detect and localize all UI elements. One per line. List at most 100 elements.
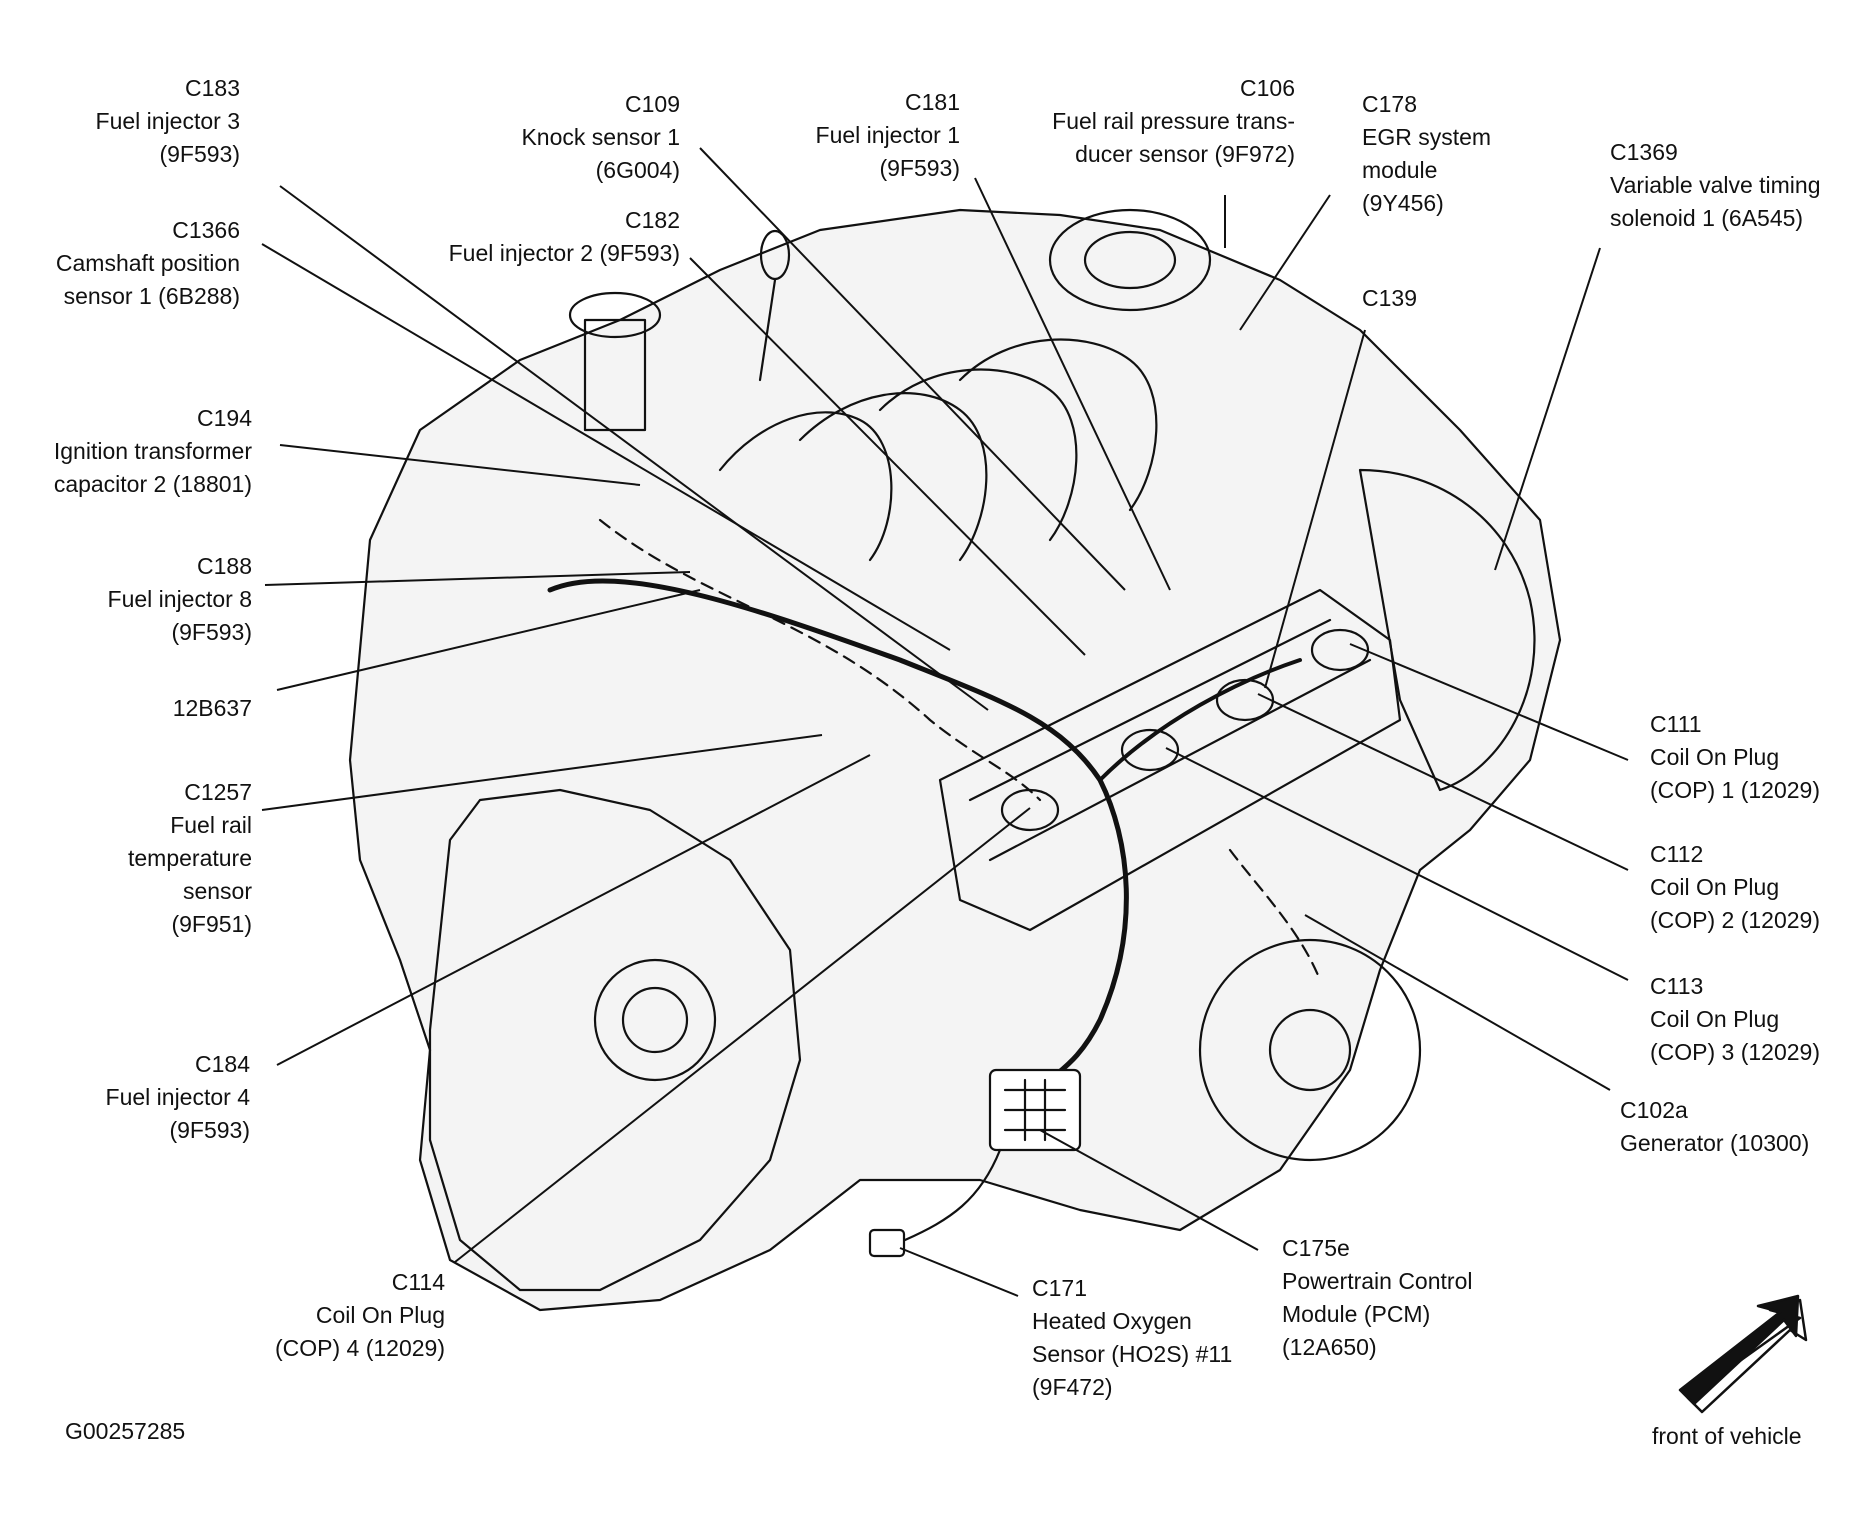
oil-filler-cap [568, 291, 662, 339]
callout-text: Fuel injector 3 [95, 108, 240, 134]
callout-code: C181 [905, 89, 960, 115]
callout-text: Module (PCM) [1282, 1301, 1431, 1327]
callout-text: Fuel rail [170, 812, 252, 838]
front-of-vehicle-label: front of vehicle [1652, 1423, 1802, 1449]
intake-runner-2 [798, 392, 988, 562]
cop-1 [1310, 628, 1370, 672]
cop-3 [1120, 728, 1180, 772]
pcm-connector-grid [1003, 1078, 1067, 1142]
leader-c171 [899, 1247, 1019, 1297]
leader-c184 [276, 754, 871, 1066]
callout-code: C102a [1620, 1097, 1688, 1123]
callout-c178: C178 EGR system module (9Y456) [1362, 88, 1562, 220]
callout-c182: C182 Fuel injector 2 (9F593) [410, 204, 680, 270]
callout-code: C1366 [172, 217, 240, 243]
callout-text: Fuel injector 8 [107, 586, 252, 612]
valve-cover-rail-2 [988, 658, 1372, 862]
callout-text: Generator (10300) [1620, 1130, 1810, 1156]
callout-text: module [1362, 157, 1438, 183]
leader-c139 [1264, 329, 1366, 689]
leader-c178 [1239, 194, 1331, 331]
callout-code: C183 [185, 75, 240, 101]
callout-code: C114 [391, 1269, 445, 1295]
callout-text: Camshaft position [55, 250, 240, 276]
callout-text: solenoid 1 (6A545) [1610, 205, 1804, 231]
leader-c175e [1039, 1129, 1259, 1251]
callout-c102a: C102a Generator (10300) [1620, 1094, 1850, 1160]
crank-bore [593, 958, 717, 1082]
valve-cover-rail [968, 618, 1332, 802]
callout-c139: C139 [1362, 282, 1482, 315]
callout-code: C109 [625, 91, 680, 117]
callout-text: (12A650) [1282, 1334, 1377, 1360]
oil-filler-neck [583, 318, 647, 432]
engine-outline [348, 208, 1562, 1312]
callout-code: C106 [1240, 75, 1295, 101]
engine-illustration [348, 208, 1562, 1312]
callout-c183: C183 Fuel injector 3 (9F593) [40, 72, 240, 171]
callout-text: (COP) 2 (12029) [1650, 907, 1821, 933]
callout-c1257: C1257 Fuel rail temperature sensor (9F95… [40, 776, 252, 941]
front-arrow-icon [1678, 1294, 1808, 1414]
leader-c113 [1165, 747, 1629, 981]
dipstick-tube [758, 278, 777, 382]
callout-code: C188 [197, 553, 252, 579]
callout-code: C175e [1282, 1235, 1350, 1261]
callout-text: Ignition transformer [53, 438, 252, 464]
callout-text: temperature [127, 845, 252, 871]
callout-text: Fuel injector 2 (9F593) [448, 240, 680, 266]
callout-code: C178 [1362, 91, 1417, 117]
callout-text: EGR system [1362, 124, 1492, 150]
callout-text: (9F951) [171, 911, 252, 937]
callout-c1366: C1366 Camshaft position sensor 1 (6B288) [20, 214, 240, 313]
callout-text: Knock sensor 1 [521, 124, 680, 150]
callout-c1369: C1369 Variable valve timing solenoid 1 (… [1610, 136, 1860, 235]
callout-text: Coil On Plug [1650, 874, 1780, 900]
leader-c1366 [261, 243, 951, 651]
figure-id: G00257285 [65, 1418, 186, 1444]
callout-code: C194 [197, 405, 252, 431]
callout-text: Coil On Plug [1650, 744, 1780, 770]
ho2s-sensor [868, 1228, 906, 1258]
callout-text: Variable valve timing [1610, 172, 1821, 198]
leader-c111 [1349, 643, 1629, 761]
intake-runner-3 [878, 368, 1078, 542]
valve-cover [938, 588, 1402, 932]
callout-text: sensor [182, 878, 252, 904]
callout-text: (6G004) [595, 157, 680, 183]
leader-c182 [689, 257, 1086, 656]
callout-text: (9F593) [879, 155, 960, 181]
callout-text: Sensor (HO2S) #11 [1032, 1341, 1233, 1367]
callout-code: C139 [1362, 285, 1417, 311]
callout-c171: C171 Heated Oxygen Sensor (HO2S) #11 (9F… [1032, 1272, 1272, 1404]
leader-c1257 [261, 734, 823, 811]
intake-runner-4 [958, 338, 1158, 512]
leader-c102a [1304, 914, 1611, 1091]
callout-c111: C111 Coil On Plug (COP) 1 (12029) [1650, 708, 1860, 807]
callout-text: (9F593) [169, 1117, 250, 1143]
wiring-harness-dashed [598, 518, 1042, 802]
callout-text: Fuel injector 1 [815, 122, 960, 148]
leader-c194 [279, 444, 641, 486]
callout-c106: C106 Fuel rail pressure trans- ducer sen… [1000, 72, 1295, 171]
callout-c188: C188 Fuel injector 8 (9F593) [40, 550, 252, 649]
callout-code: C182 [625, 207, 680, 233]
cop-4 [1000, 788, 1060, 832]
callout-code: 12B637 [172, 695, 252, 721]
callout-c109: C109 Knock sensor 1 (6G004) [480, 88, 680, 187]
wiring-harness [547, 578, 1129, 1083]
callout-text: Fuel rail pressure trans- [1052, 108, 1295, 134]
callout-code: C113 [1650, 973, 1704, 999]
leader-c114 [454, 807, 1031, 1263]
callout-c184: C184 Fuel injector 4 (9F593) [40, 1048, 250, 1147]
callout-text: (9F593) [171, 619, 252, 645]
callout-c175e: C175e Powertrain Control Module (PCM) (1… [1282, 1232, 1542, 1364]
callout-c114: C114 Coil On Plug (COP) 4 (12029) [230, 1266, 445, 1365]
wiring-harness-dashed-2 [1228, 848, 1322, 982]
callout-c194: C194 Ignition transformer capacitor 2 (1… [20, 402, 252, 501]
callout-text: (9F593) [159, 141, 240, 167]
bell-housing [428, 788, 802, 1292]
callout-text: Coil On Plug [1650, 1006, 1780, 1032]
callout-code: C1369 [1610, 139, 1678, 165]
